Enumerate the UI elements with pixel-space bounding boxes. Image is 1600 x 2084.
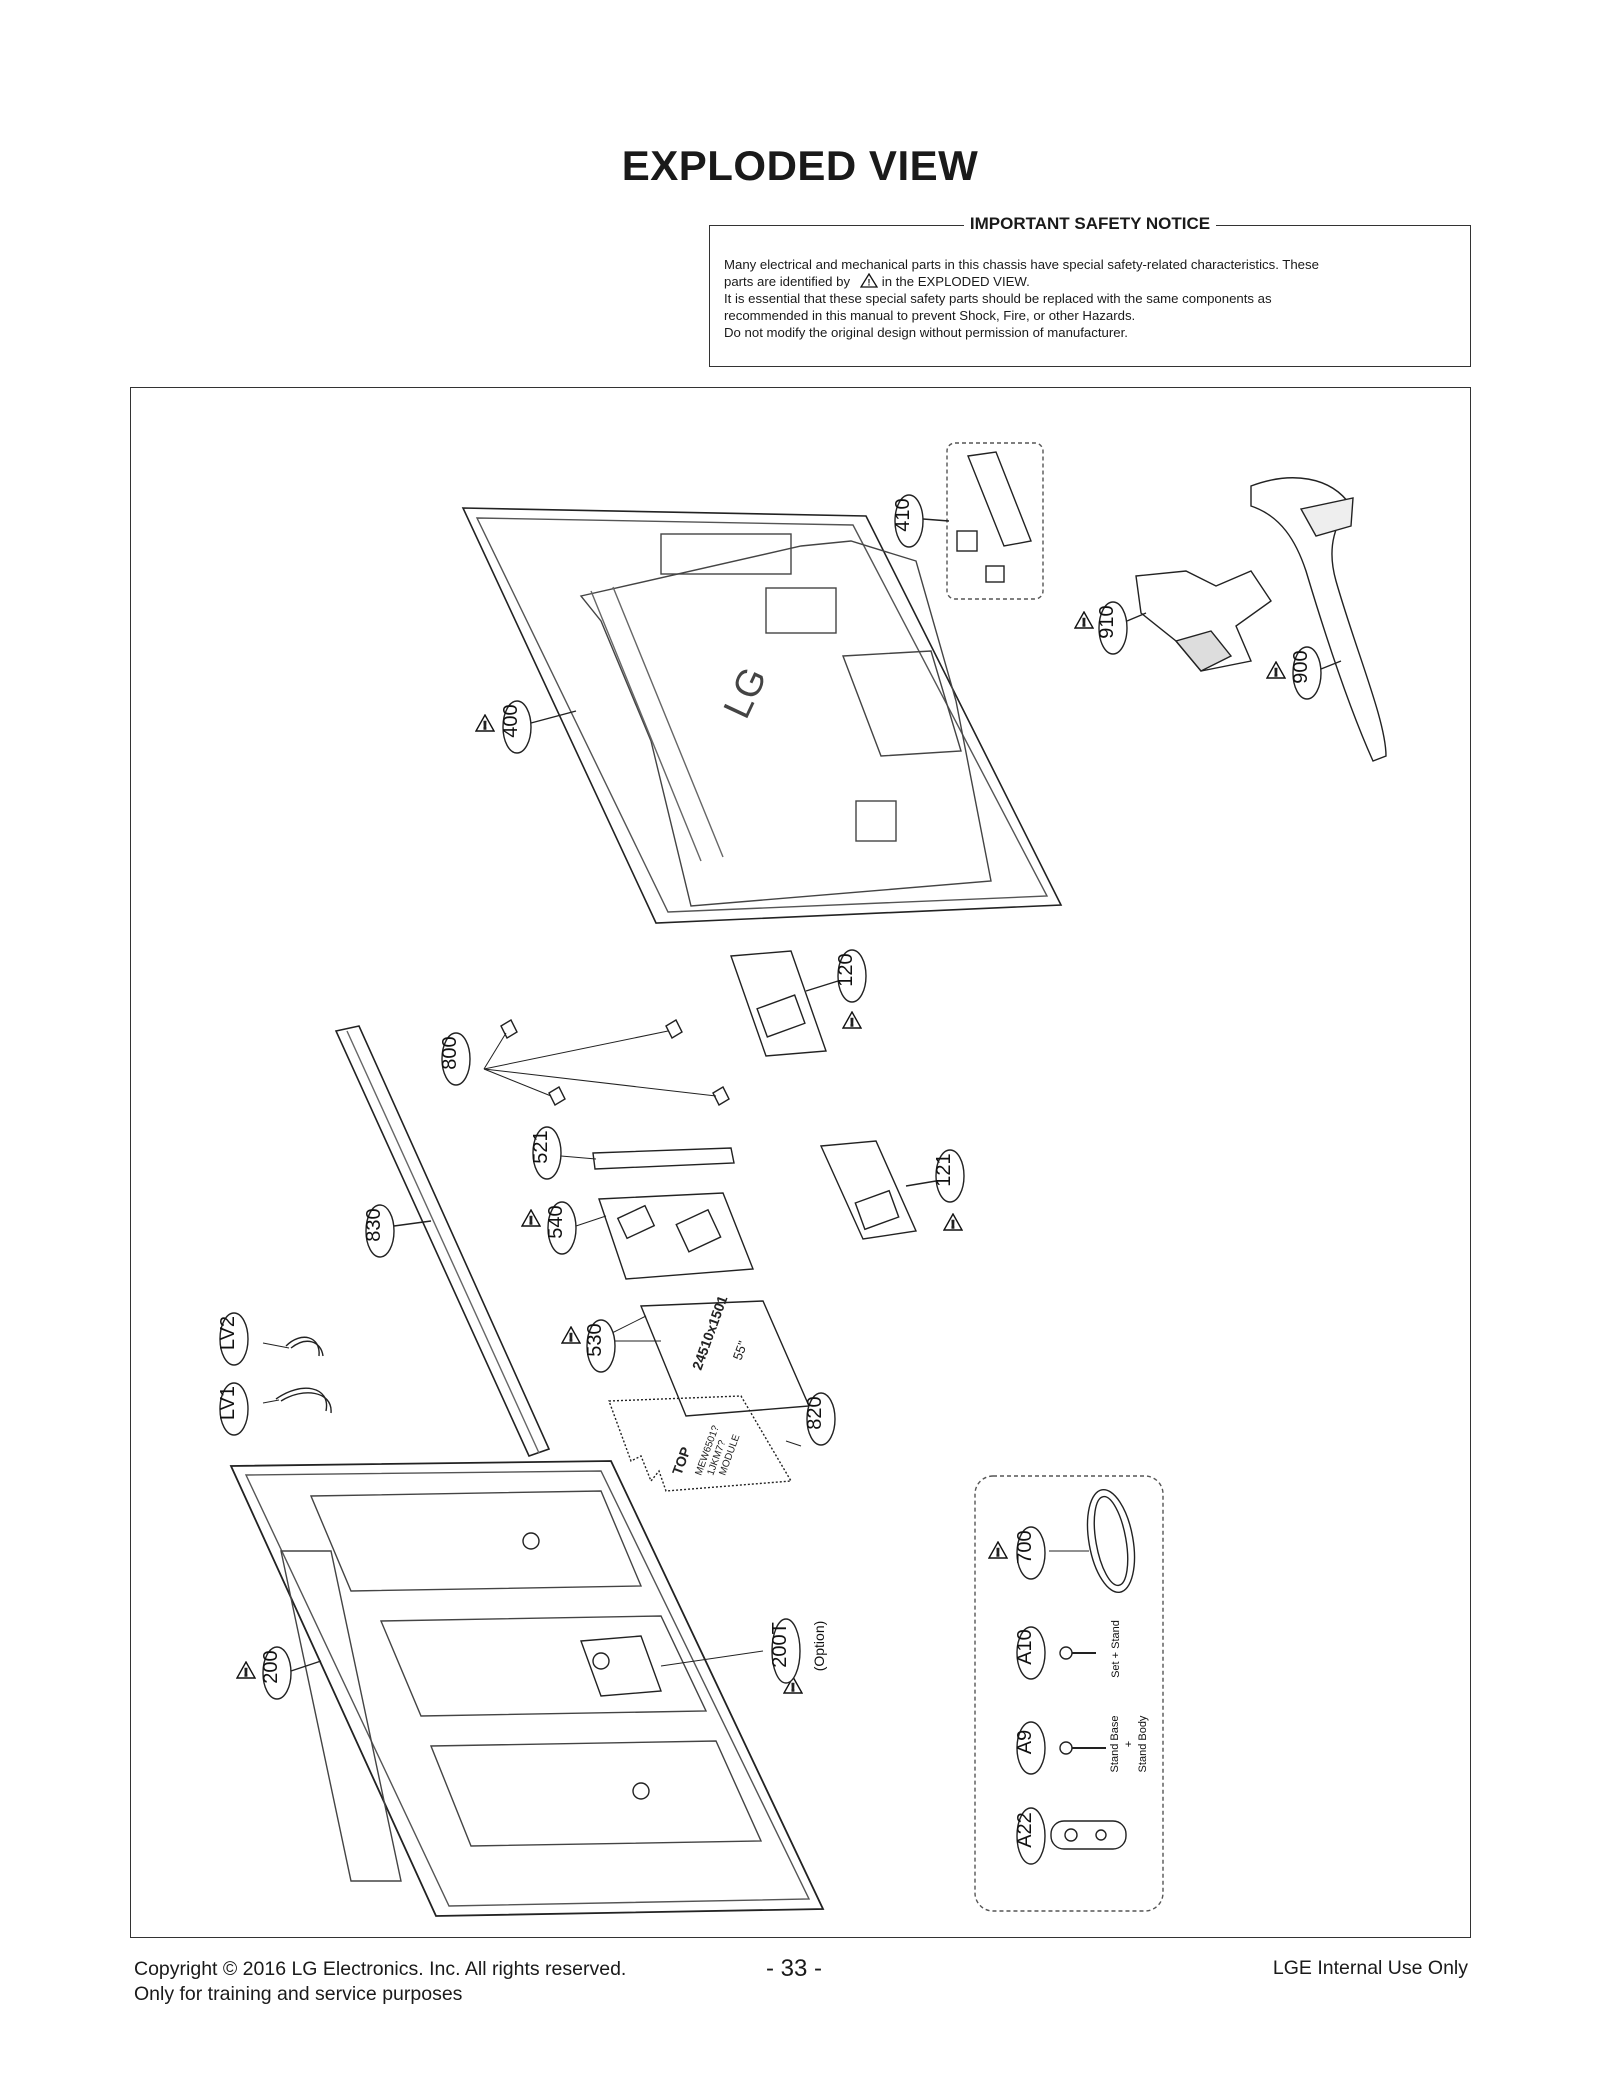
callout-200t: 200T (Option) <box>769 1618 827 1694</box>
part-a9-screw <box>1059 1741 1106 1755</box>
svg-text:200: 200 <box>260 1650 282 1683</box>
svg-text:410: 410 <box>892 498 914 531</box>
svg-text:820: 820 <box>804 1396 826 1429</box>
part-lv-cables <box>262 1336 332 1414</box>
callout-lv2: LV2 <box>217 1312 249 1366</box>
footer-internal-note: LGE Internal Use Only <box>1272 1957 1468 1979</box>
svg-text:Stand Body: Stand Body <box>1137 1715 1149 1772</box>
callout-540: 540 <box>521 1201 577 1255</box>
safety-notice-heading: IMPORTANT SAFETY NOTICE <box>963 214 1217 233</box>
callout-120: 120 <box>805 949 867 1029</box>
svg-text:121: 121 <box>933 1153 955 1186</box>
svg-text:400: 400 <box>500 704 522 737</box>
callout-700: 700 <box>988 1526 1046 1580</box>
callout-410: 410 <box>892 494 950 548</box>
svg-text:TOP: TOP <box>669 1445 694 1477</box>
footer-copyright: Copyright © 2016 LG Electronics. Inc. Al… <box>134 1958 627 2005</box>
part-400-back-cover <box>461 507 1063 924</box>
part-410-drawing <box>946 442 1044 600</box>
svg-text:700: 700 <box>1014 1530 1036 1563</box>
part-800-clips <box>483 1019 730 1106</box>
part-910-stand-neck <box>1135 570 1272 672</box>
svg-text:200T: 200T <box>769 1622 791 1668</box>
part-a10-screw <box>1059 1646 1096 1660</box>
svg-text:LV2: LV2 <box>217 1316 239 1350</box>
svg-text:Set + Stand: Set + Stand <box>1110 1620 1122 1678</box>
part-200-chassis <box>229 1460 825 1917</box>
callout-200: 200 <box>236 1646 322 1700</box>
svg-text:540: 540 <box>545 1205 567 1238</box>
callout-a9: A9 Stand Base + Stand Body <box>1014 1715 1149 1775</box>
callout-830: 830 <box>363 1204 432 1258</box>
svg-text:830: 830 <box>363 1208 385 1241</box>
svg-text:(Option): (Option) <box>811 1621 827 1672</box>
callout-a10: A10 Set + Stand <box>1014 1620 1122 1680</box>
notice-line: Many electrical and mechanical parts in … <box>724 257 1319 272</box>
page-title: EXPLODED VIEW <box>621 142 979 189</box>
accessory-box <box>974 1475 1164 1912</box>
power-module-text: 24510x1501 55" <box>689 1293 751 1372</box>
part-700-power-cord <box>1049 1488 1136 1594</box>
exploded-view-frame: ! LG <box>130 387 1471 1938</box>
warning-triangle-icon: ! <box>859 272 878 288</box>
callout-910: 910 <box>1074 601 1147 655</box>
part-521-board <box>560 1147 735 1170</box>
safety-notice-text: Many electrical and mechanical parts in … <box>724 256 1456 341</box>
notice-line: Do not modify the original design withou… <box>724 325 1128 340</box>
sheet-text: TOP MEW6501? 1JKM7? MODULE <box>669 1424 743 1477</box>
svg-text:A10: A10 <box>1014 1629 1036 1665</box>
callout-400: 400 <box>475 700 577 754</box>
callout-530: 530 <box>561 1319 616 1373</box>
part-120-bracket <box>730 950 827 1057</box>
safety-notice-box: IMPORTANT SAFETY NOTICE Many electrical … <box>709 214 1471 367</box>
part-540-main-board <box>575 1192 754 1280</box>
callout-820: 820 <box>804 1392 836 1446</box>
svg-text:24510x1501: 24510x1501 <box>689 1293 731 1372</box>
svg-text:800: 800 <box>439 1036 461 1069</box>
svg-text:530: 530 <box>584 1323 606 1356</box>
back-cover-logo: LG <box>716 661 775 725</box>
part-a22-remote <box>1050 1820 1127 1850</box>
notice-line: recommended in this manual to prevent Sh… <box>724 308 1136 323</box>
callout-900: 900 <box>1266 646 1342 700</box>
exploded-view-diagram: ! LG <box>217 442 1387 1917</box>
part-820-sheet <box>608 1395 802 1492</box>
svg-text:A22: A22 <box>1014 1812 1036 1848</box>
svg-text:A9: A9 <box>1014 1730 1036 1754</box>
part-900-stand-base <box>1250 477 1387 762</box>
svg-text:120: 120 <box>835 953 857 986</box>
page-number: - 33 - <box>766 1955 823 1982</box>
part-830-bar <box>334 1025 551 1457</box>
svg-text:Stand Base: Stand Base <box>1109 1716 1121 1773</box>
callout-800: 800 <box>439 1032 471 1086</box>
svg-text:55": 55" <box>730 1339 751 1362</box>
notice-line: parts are identified by ! in the EXPLODE… <box>724 272 1030 289</box>
callout-121: 121 <box>905 1149 965 1231</box>
notice-line: It is essential that these special safet… <box>724 291 1272 306</box>
svg-text:910: 910 <box>1096 605 1118 638</box>
svg-text:521: 521 <box>530 1130 552 1163</box>
svg-text:+: + <box>1123 1741 1135 1747</box>
svg-text:900: 900 <box>1290 650 1312 683</box>
part-121-bracket <box>819 1140 918 1240</box>
svg-text:LG: LG <box>716 661 775 725</box>
svg-text:LV1: LV1 <box>217 1386 239 1420</box>
part-200t-board <box>580 1635 764 1697</box>
callout-a22: A22 <box>1014 1807 1046 1865</box>
callout-521: 521 <box>530 1126 562 1180</box>
callout-lv1: LV1 <box>217 1382 249 1436</box>
svg-text:!: ! <box>867 278 870 288</box>
